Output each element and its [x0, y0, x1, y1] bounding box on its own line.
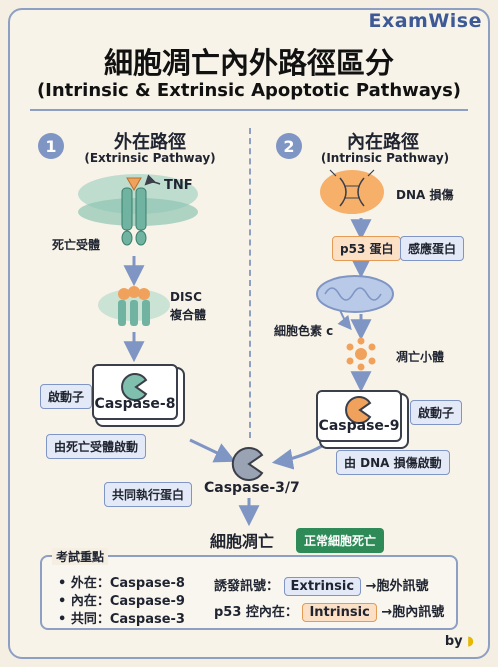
intrinsic-initiator-tag: 啟動子	[410, 400, 463, 425]
dna-damage-label: DNA 損傷	[396, 188, 454, 202]
death-receptor-icon	[121, 187, 147, 246]
apoptosome-label: 凋亡小體	[396, 350, 445, 364]
exam-p53-result: →胞內訊號	[381, 605, 445, 620]
exam-point-extrinsic: • 外在：Caspase-8	[58, 576, 185, 591]
caspase9-card: Caspase-9	[316, 390, 402, 442]
exam-p53-label: p53 控內在：	[214, 605, 298, 620]
arrow-caspase8-to-caspase3	[189, 438, 236, 463]
page-title: 細胞凋亡內外路徑區分	[103, 46, 394, 80]
exam-trigger-label: 誘發訊號：	[214, 579, 280, 594]
exam-points-box	[40, 555, 458, 630]
mitochondrion-icon	[316, 275, 394, 313]
tnf-label: TNF	[164, 178, 193, 193]
exam-point-common: • 共同：Caspase-3	[58, 612, 185, 627]
death-receptor-label: 死亡受體	[52, 238, 101, 252]
sensor-protein-tag: 感應蛋白	[400, 236, 465, 261]
intrinsic-activation-tag: 由 DNA 損傷啟動	[336, 450, 450, 475]
caspase3-icon	[231, 447, 264, 481]
caspase9-label: Caspase-9	[318, 418, 400, 434]
caspase8-icon	[121, 373, 148, 401]
tnf-ligand-icon	[126, 177, 142, 191]
disc-complex-label: 複合體	[170, 308, 207, 322]
exam-trigger-result: →胞外訊號	[365, 579, 429, 594]
caspase8-card: Caspase-8	[92, 364, 178, 420]
normal-cell-death-badge: 正常細胞死亡	[296, 528, 385, 553]
executor-tag: 共同執行蛋白	[104, 482, 193, 507]
byline: by ◗	[445, 634, 474, 649]
exam-points-title: 考試重點	[52, 548, 109, 565]
intrinsic-title: 內在路徑	[347, 132, 419, 153]
caspase37-label: Caspase-3/7	[204, 480, 300, 496]
page-subtitle: (Intrinsic & Extrinsic Apoptotic Pathway…	[36, 80, 462, 101]
exam-intrinsic-pill: Intrinsic	[302, 603, 377, 622]
title-divider	[30, 109, 468, 111]
exam-point-intrinsic: • 內在：Caspase-9	[58, 594, 185, 609]
dna-damage-icon	[320, 169, 384, 214]
extrinsic-subtitle: (Extrinsic Pathway)	[84, 151, 216, 165]
tnf-pointer-arrow	[144, 174, 161, 186]
apoptosome-icon	[346, 337, 376, 371]
disc-label: DISC	[170, 290, 202, 304]
extrinsic-number-badge: 1	[38, 133, 64, 159]
extrinsic-activation-tag: 由死亡受體啟動	[46, 434, 147, 459]
exam-trigger-row: 誘發訊號： Extrinsic →胞外訊號	[214, 575, 429, 596]
intrinsic-number-badge: 2	[276, 133, 302, 159]
arrow-mito-to-cyto	[337, 309, 352, 331]
brand-logo: ExamWise	[368, 10, 482, 32]
byline-text: by	[444, 634, 463, 649]
cytochrome-c-label: 細胞色素 c	[274, 324, 334, 338]
pathway-divider	[249, 128, 251, 438]
exam-extrinsic-pill: Extrinsic	[283, 577, 362, 596]
arrow-caspase9-to-caspase3	[271, 444, 323, 470]
extrinsic-initiator-tag: 啟動子	[40, 384, 93, 409]
disc-complex-icon	[98, 286, 170, 326]
extrinsic-title: 外在路徑	[114, 132, 186, 153]
apoptosis-label: 細胞凋亡	[210, 532, 275, 551]
caspase8-label: Caspase-8	[94, 396, 176, 412]
intrinsic-subtitle: (Intrinsic Pathway)	[320, 151, 450, 165]
caspase9-icon	[345, 396, 372, 424]
p53-tag: p53 蛋白	[332, 236, 402, 261]
banana-icon: ◗	[467, 634, 474, 649]
exam-p53-row: p53 控內在： Intrinsic →胞內訊號	[214, 601, 444, 622]
